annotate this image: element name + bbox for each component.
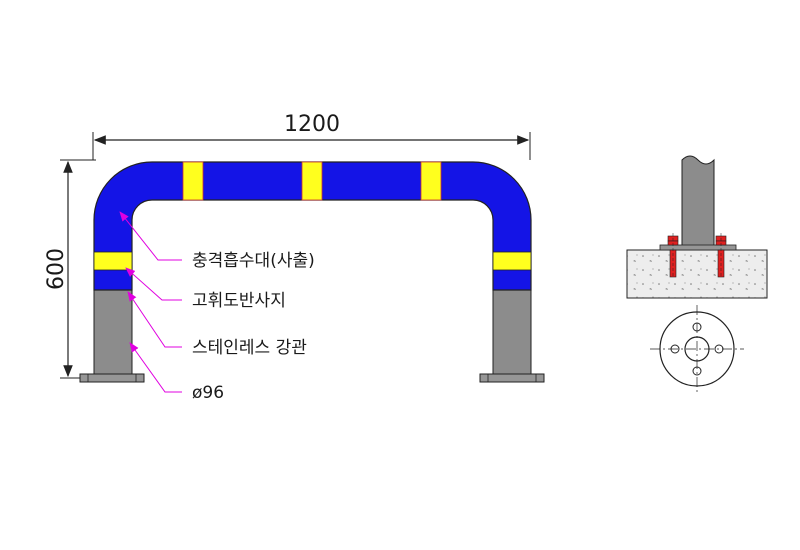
label-diameter: ø96 — [192, 383, 224, 403]
label-reflective-sheet: 고휘도반사지 — [192, 291, 286, 311]
left-leg-reflector — [93, 251, 133, 271]
section-pipe — [681, 155, 715, 251]
top-reflector-2 — [301, 161, 323, 201]
concrete-footing — [626, 249, 768, 299]
leader-stainless-pipe — [127, 291, 182, 348]
anchor-bolt-right — [715, 233, 727, 278]
top-reflector-3 — [420, 161, 442, 201]
label-shock-absorber: 충격흡수대(사출) — [192, 251, 315, 271]
height-dimension: 600 — [44, 159, 96, 379]
leader-shock-absorber — [119, 211, 182, 261]
installation-section — [626, 155, 768, 299]
leader-reflective-sheet — [125, 267, 182, 301]
label-stainless-pipe: 스테인레스 강관 — [192, 338, 307, 358]
guard-front-view — [79, 161, 545, 383]
leader-lines — [119, 211, 182, 393]
bolt-hole-top — [692, 322, 702, 332]
height-value: 600 — [44, 248, 69, 290]
left-base-plate — [79, 373, 145, 383]
bolt-hole-bottom — [692, 366, 702, 376]
flange-plan-view — [650, 305, 744, 393]
leader-diameter — [129, 342, 182, 393]
section-base-plate — [659, 244, 737, 251]
right-leg-reflector — [492, 251, 532, 271]
top-reflector-1 — [182, 161, 204, 201]
width-dimension: 1200 — [92, 112, 531, 160]
bolt-hole-left — [670, 344, 680, 354]
anchor-bolt-left — [667, 233, 679, 278]
bolt-hole-right — [714, 344, 724, 354]
width-value: 1200 — [284, 112, 340, 137]
right-base-plate — [479, 373, 545, 383]
